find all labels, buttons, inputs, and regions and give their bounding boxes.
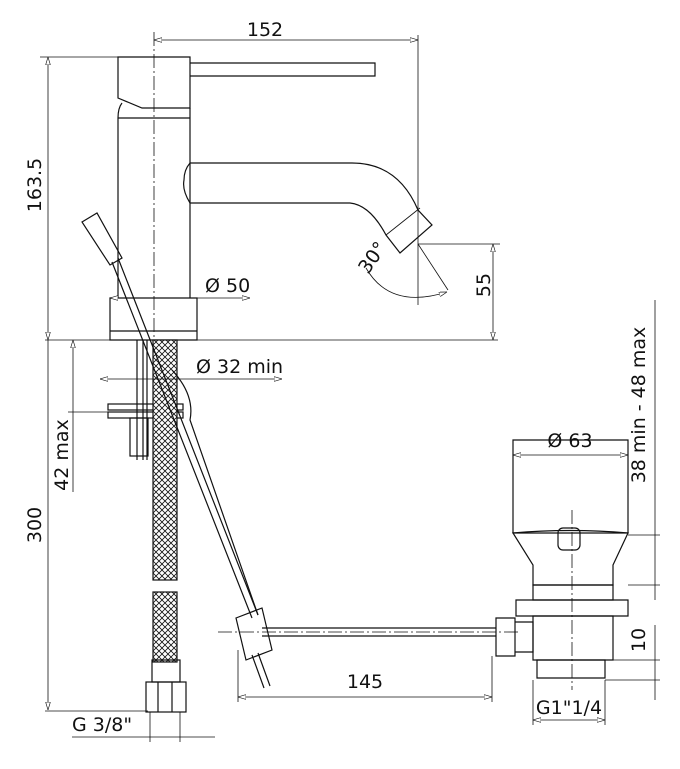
fixing-plate <box>107 403 184 411</box>
rod-clamp-tail <box>251 652 271 689</box>
lift-rod-guide <box>171 369 259 616</box>
stud-nut <box>129 417 149 457</box>
dim-hose-connection: G 3/8" <box>72 714 132 736</box>
pivot-rod <box>262 627 496 637</box>
dim-hose-length: 300 <box>24 507 46 543</box>
dim-arc-spout-angle <box>365 267 447 298</box>
angle-leg-line <box>417 243 449 291</box>
pivot-nut <box>495 617 534 657</box>
drain-body <box>532 615 614 661</box>
drain-neck <box>532 584 614 601</box>
dimension-lines <box>40 35 660 742</box>
drain-cap <box>512 439 629 534</box>
dim-thread-height: 10 <box>628 628 650 652</box>
lever-handle <box>190 62 376 77</box>
overflow-slot <box>557 527 581 551</box>
drain-thread <box>536 659 606 679</box>
dim-deck-thickness: 42 max <box>51 419 73 491</box>
faucet-body <box>109 32 433 345</box>
handle-cartridge <box>117 56 191 109</box>
dim-spout-angle: 30° <box>354 238 391 278</box>
dim-hole-diameter: Ø 32 min <box>196 356 283 378</box>
supply-hoses <box>107 339 187 713</box>
pop-up-rod <box>81 212 520 689</box>
lift-rod-knob <box>81 212 123 266</box>
hose-ferrule <box>151 659 181 683</box>
dim-drain-diameter: Ø 63 <box>547 430 592 452</box>
dim-drain-thread: G1"1/4 <box>536 697 602 719</box>
spout <box>183 162 433 254</box>
threaded-stud <box>136 340 148 460</box>
faucet-base <box>109 297 198 341</box>
hose-nut-facets <box>157 682 173 712</box>
spout-aerator-line <box>385 207 421 236</box>
drain-flange <box>511 529 629 586</box>
rod-clamp <box>235 607 273 661</box>
dim-base-diameter: Ø 50 <box>205 275 250 297</box>
dim-spout-height: 55 <box>473 273 495 297</box>
drain-locknut <box>515 599 629 617</box>
dim-spout-reach: 152 <box>247 19 283 41</box>
pop-up-waste <box>495 439 629 690</box>
dim-drain-deck-range: 38 min - 48 max <box>628 327 650 484</box>
hose-nut <box>145 681 187 713</box>
fixing-washer <box>107 411 184 419</box>
dim-height: 163.5 <box>24 158 46 212</box>
braided-hose-lower <box>152 591 178 663</box>
lift-rod <box>111 257 259 619</box>
dim-rod-length: 145 <box>347 671 383 693</box>
